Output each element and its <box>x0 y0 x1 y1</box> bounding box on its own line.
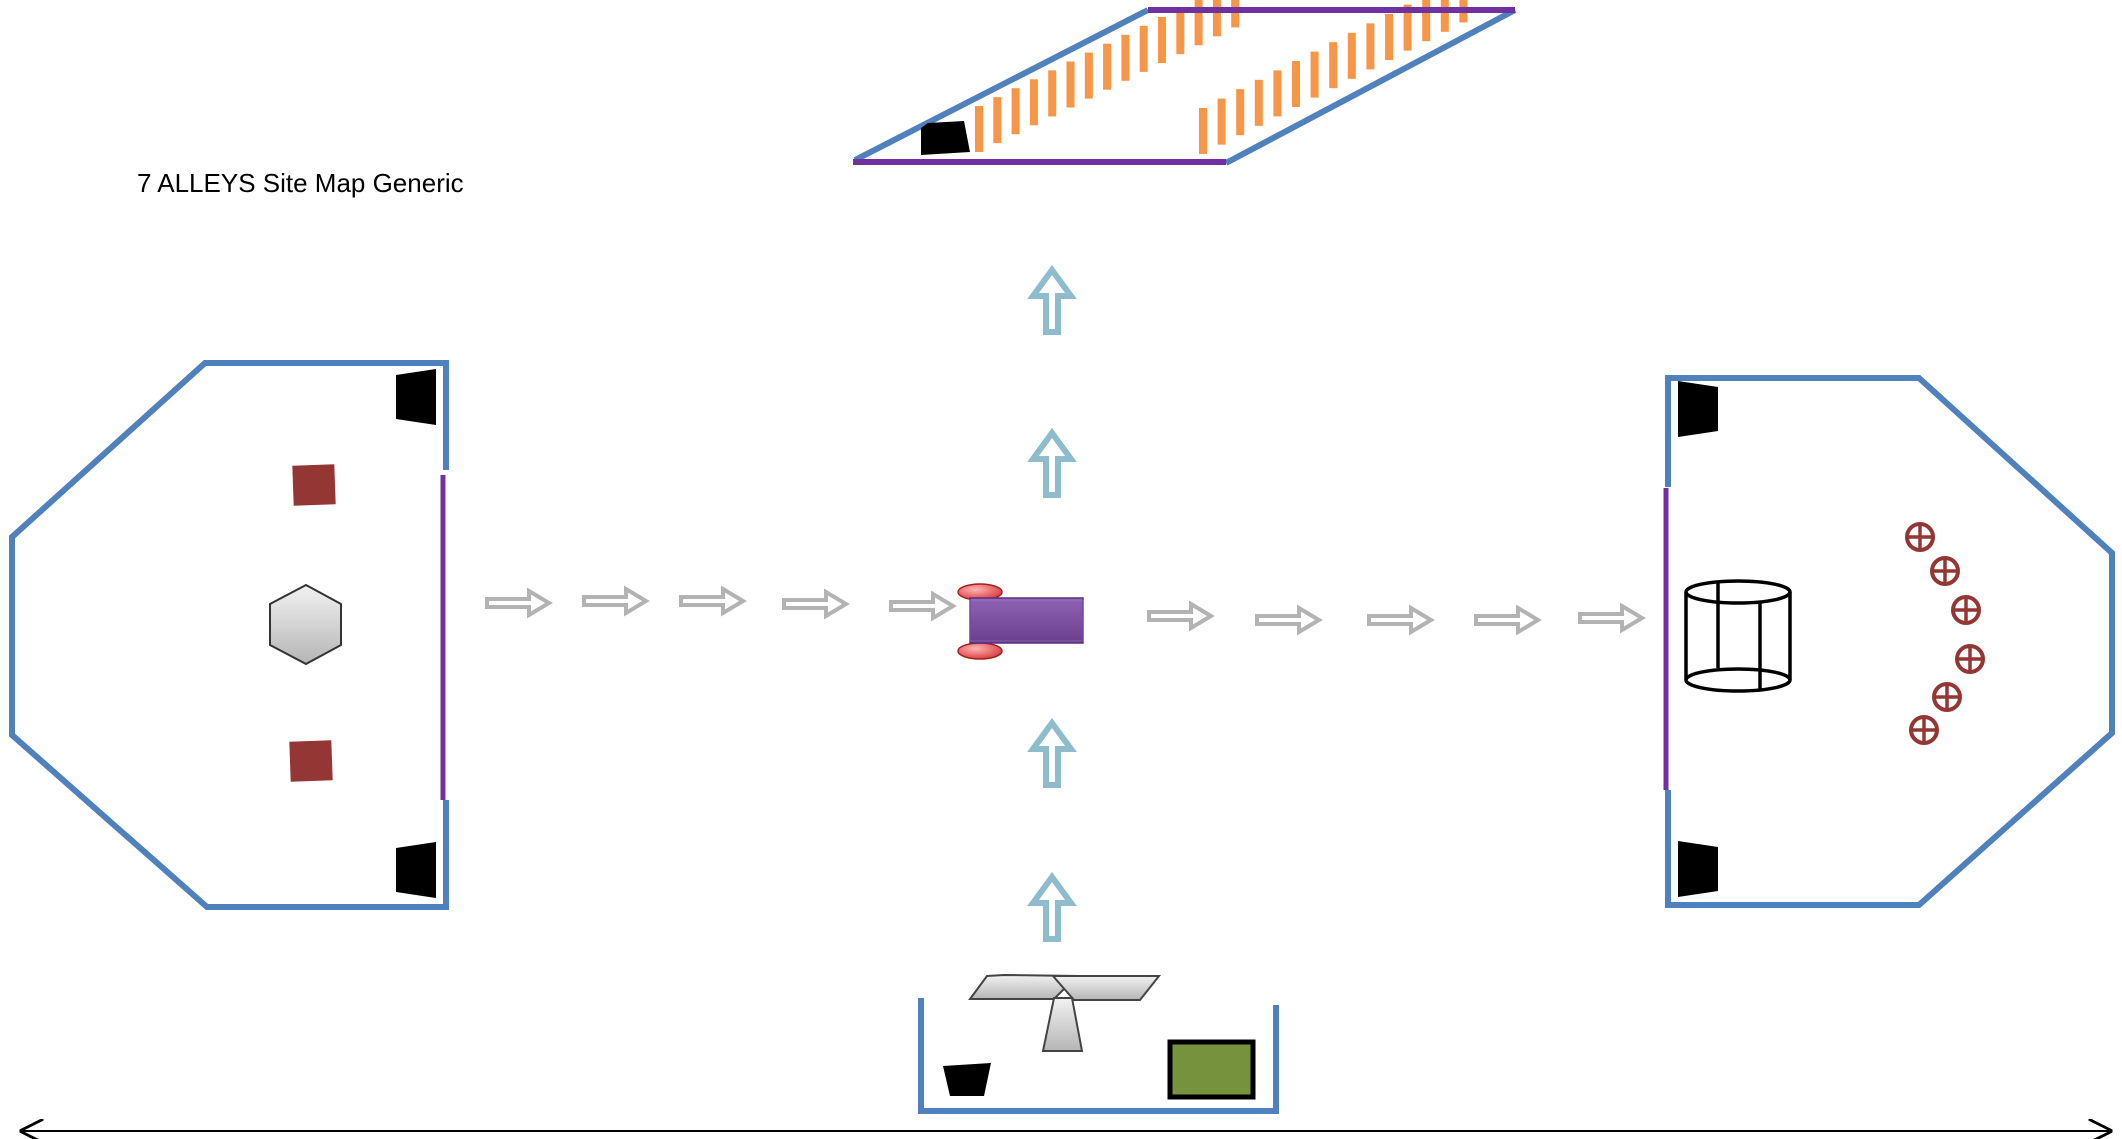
hollow-right-arrow-icon <box>782 588 850 620</box>
lane-pin <box>1231 0 1240 28</box>
hollow-up-arrow-icon <box>1027 264 1077 335</box>
lane-pin <box>1385 14 1393 60</box>
lane-pin <box>1066 61 1075 108</box>
bottom-room-wall <box>918 998 1279 1114</box>
red-block <box>292 464 336 506</box>
right-room-wall <box>1665 375 2115 908</box>
speaker-icon <box>943 1063 991 1096</box>
wireframe-cube-icon <box>1684 579 1792 693</box>
lane-pin <box>1329 42 1338 89</box>
lane-pin <box>1084 52 1093 99</box>
table-icon <box>968 973 1162 1052</box>
left-room-wall <box>9 360 449 910</box>
right-room <box>1663 375 2115 908</box>
page-title: 7 ALLEYS Site Map Generic <box>137 168 464 198</box>
flow-arrows-horizontal <box>485 585 1646 636</box>
lane-pin <box>1199 108 1207 154</box>
lane-pin <box>1236 89 1245 136</box>
speaker-icon <box>396 842 436 898</box>
top-lane <box>853 0 1517 166</box>
lane-pin <box>1048 70 1057 117</box>
speaker-icon <box>1678 841 1718 897</box>
hollow-up-arrow-icon <box>1027 871 1077 942</box>
hollow-up-arrow-icon <box>1027 427 1077 498</box>
lane-pin <box>1366 23 1375 70</box>
crosshair-target-icon <box>1909 715 1939 745</box>
vehicle-icon <box>957 583 1084 660</box>
crosshair-target-icon <box>1951 595 1981 625</box>
lane-pin <box>1292 61 1300 107</box>
hollow-right-arrow-icon <box>889 590 957 622</box>
lane-speaker-icon <box>921 121 970 155</box>
crosshair-target-icon <box>1905 522 1935 552</box>
crosshair-target-icon <box>1955 644 1985 674</box>
lane-pin <box>1212 0 1221 37</box>
lane-pin <box>993 97 1002 144</box>
lane-pin <box>1403 4 1412 51</box>
lane-wall-right <box>1224 7 1517 166</box>
lane-wall-left <box>853 7 1150 163</box>
hollow-right-arrow-icon <box>1147 600 1215 632</box>
speaker-icon <box>396 369 436 425</box>
lane-pin <box>1176 8 1185 55</box>
speaker-icon <box>1678 381 1718 437</box>
lane-pin <box>1158 17 1166 63</box>
hollow-right-arrow-icon <box>1474 604 1542 636</box>
crosshair-target-icon <box>1930 556 1960 586</box>
lane-pins-left <box>975 0 1240 152</box>
left-room <box>9 360 449 910</box>
crosshair-target-icon <box>1932 682 1962 712</box>
lane-pin <box>1139 25 1148 72</box>
hollow-up-arrow-icon <box>1027 717 1077 788</box>
hollow-right-arrow-icon <box>1255 604 1323 636</box>
hollow-right-arrow-icon <box>582 585 650 617</box>
lane-pin <box>1347 32 1356 79</box>
lane-pin <box>1029 79 1038 126</box>
lane-pin <box>1273 70 1282 117</box>
lane-pin <box>1254 79 1263 126</box>
hollow-right-arrow-icon <box>1578 602 1646 634</box>
hollow-right-arrow-icon <box>679 585 747 617</box>
lane-pin <box>1422 0 1431 42</box>
lane-pin <box>1011 88 1020 135</box>
lane-pin <box>1310 51 1319 98</box>
lane-pin <box>1194 0 1203 46</box>
lane-pin <box>1440 0 1449 32</box>
lane-pins-right <box>1199 0 1468 154</box>
red-block <box>289 740 333 782</box>
lane-pin <box>1121 34 1130 81</box>
bottom-room <box>918 973 1279 1114</box>
hollow-right-arrow-icon <box>1367 604 1435 636</box>
flow-arrows-vertical <box>1027 264 1077 942</box>
lane-pin <box>1103 43 1112 90</box>
lane-pin <box>1217 98 1226 145</box>
lane-pin <box>975 106 983 152</box>
hollow-right-arrow-icon <box>485 587 553 619</box>
hexagon-icon <box>269 583 342 666</box>
green-mat <box>1167 1039 1256 1100</box>
